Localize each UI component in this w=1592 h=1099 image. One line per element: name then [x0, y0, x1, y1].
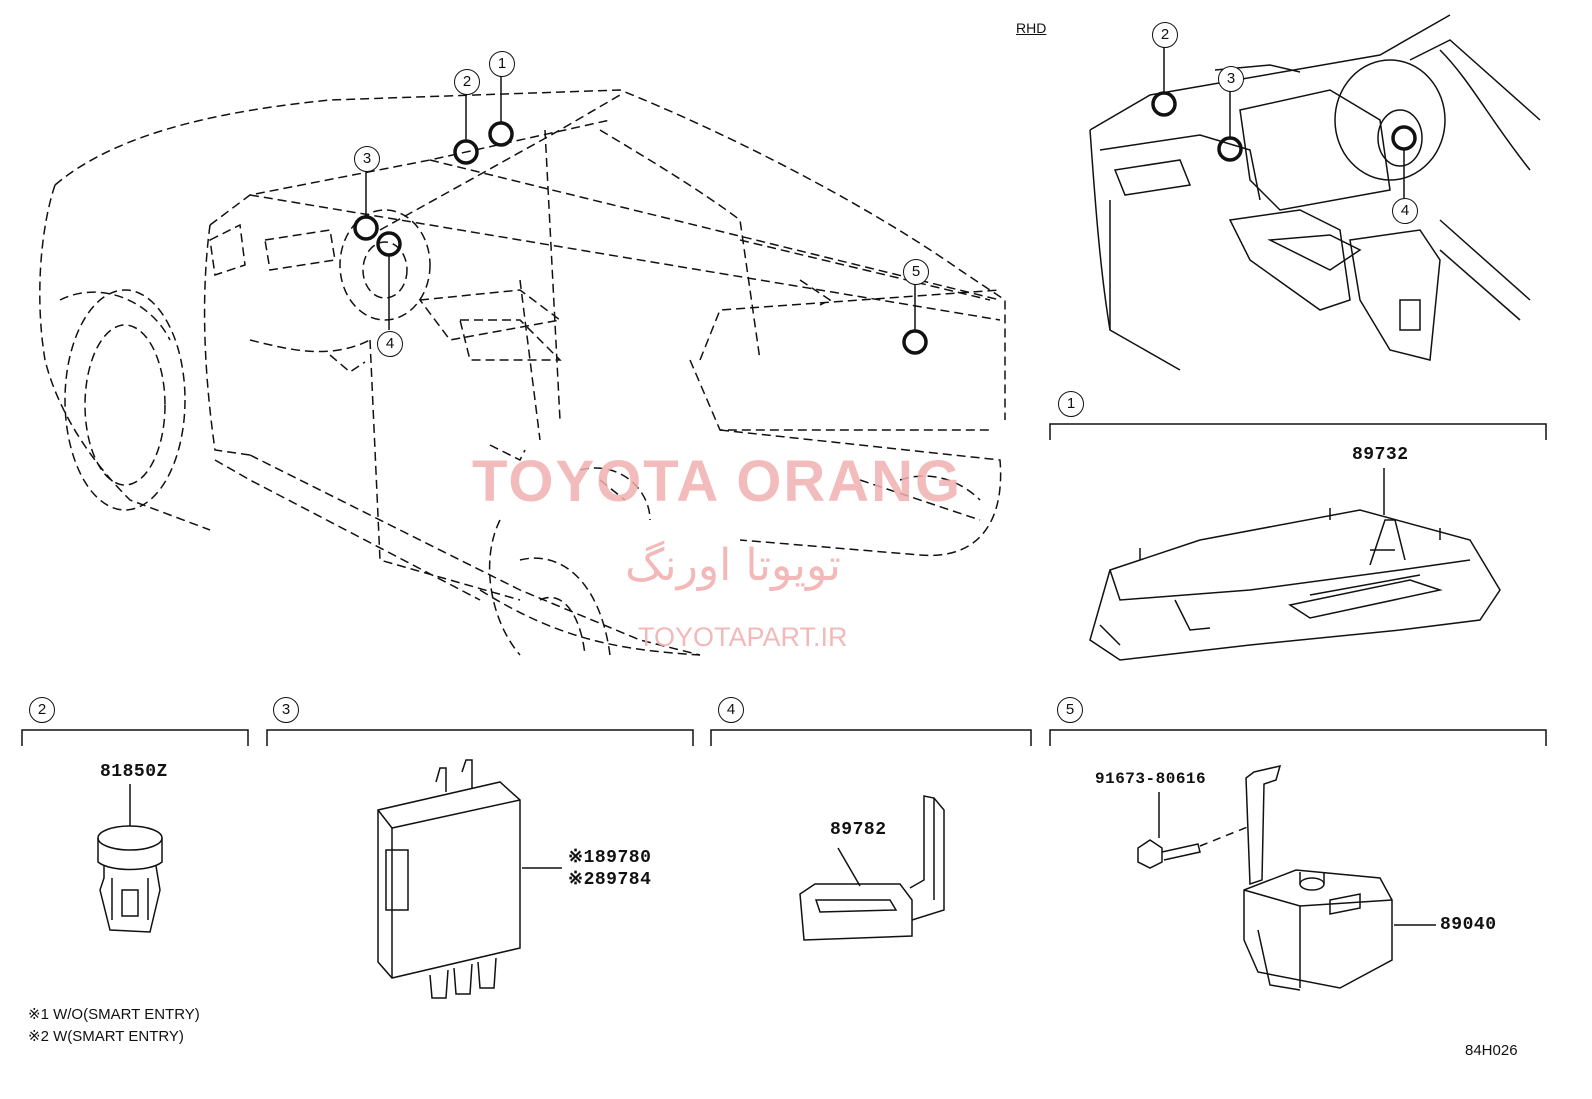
section-2-marker: 2 — [29, 697, 55, 723]
callout-4-main: 4 — [377, 331, 403, 357]
section-4-marker: 4 — [718, 697, 744, 723]
rhd-callout-leaders — [1163, 47, 1405, 198]
part-number-89782: 89782 — [830, 820, 887, 840]
callout-1-main: 1 — [489, 51, 515, 77]
callout-4-rhd: 4 — [1392, 198, 1418, 224]
footnote-2: ※2 W(SMART ENTRY) — [28, 1028, 184, 1045]
part-89782-drawing — [799, 795, 945, 941]
rhd-target-dots — [1151, 91, 1417, 162]
part-number-89732: 89732 — [1352, 445, 1409, 465]
watermark-brand-fa: تویوتا اورنگ — [625, 540, 841, 591]
rhd-inset-illustration — [1089, 14, 1541, 371]
part-89040-drawing — [1137, 764, 1436, 991]
part-89732-drawing — [1089, 468, 1501, 661]
part-number-89784: ※289784 — [568, 870, 652, 890]
part-number-91673-80616: 91673-80616 — [1095, 770, 1207, 788]
rhd-variant-label: RHD — [1016, 20, 1047, 36]
section-5-marker: 5 — [1057, 697, 1083, 723]
main-target-dots — [353, 121, 928, 355]
diagram-code: 84H026 — [1465, 1042, 1518, 1059]
section-3-marker: 3 — [273, 697, 299, 723]
section-1-marker: 1 — [1058, 391, 1084, 417]
callout-2-rhd: 2 — [1152, 22, 1178, 48]
part-89780-drawing — [377, 759, 562, 999]
part-81850z-drawing — [97, 784, 163, 933]
callout-3-rhd: 3 — [1218, 66, 1244, 92]
part-number-81850z: 81850Z — [100, 762, 168, 782]
section-brackets — [21, 423, 1547, 746]
callout-3-main: 3 — [354, 146, 380, 172]
footnote-1: ※1 W/O(SMART ENTRY) — [28, 1006, 200, 1023]
watermark-site: TOYOTAPART.IR — [638, 622, 848, 652]
callout-2-main: 2 — [454, 69, 480, 95]
part-number-89040: 89040 — [1440, 915, 1497, 935]
part-number-89780: ※189780 — [568, 848, 652, 868]
main-callout-leaders — [365, 76, 916, 330]
callout-5-main: 5 — [903, 259, 929, 285]
vehicle-illustration — [39, 89, 1006, 656]
watermark-brand: TOYOTA ORANG — [472, 449, 963, 514]
